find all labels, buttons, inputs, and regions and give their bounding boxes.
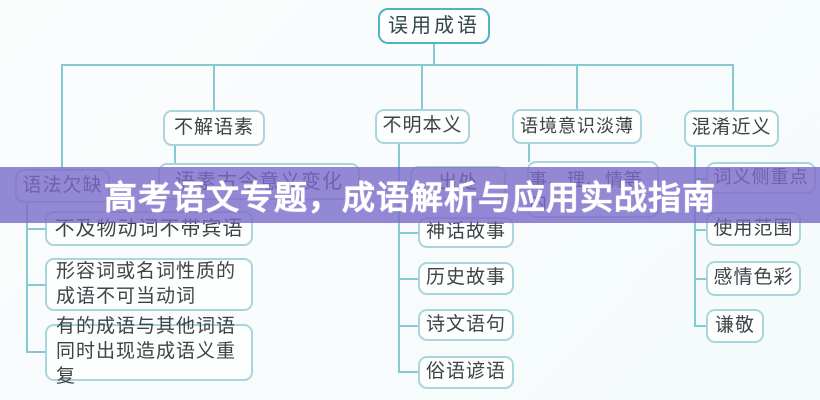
connector — [26, 228, 45, 230]
node-original-meaning-unknown: 不明本义 — [375, 109, 470, 144]
connector — [398, 232, 419, 234]
connector — [732, 64, 734, 110]
node-history-story: 历史故事 — [418, 262, 514, 295]
connector — [26, 351, 45, 353]
connector — [398, 325, 419, 327]
connector — [213, 64, 215, 110]
connector — [26, 203, 28, 353]
connector — [398, 278, 419, 280]
connector — [61, 64, 63, 170]
connector — [61, 64, 733, 66]
node-root: 误用成语 — [378, 8, 490, 44]
node-semantic-repetition: 有的成语与其他词语同时出现造成语义重复 — [45, 316, 253, 387]
connector — [398, 371, 419, 373]
connector — [694, 325, 707, 327]
connector — [576, 64, 578, 109]
node-poetry-phrase: 诗文语句 — [418, 309, 514, 341]
connector — [694, 278, 707, 280]
connector — [694, 147, 696, 327]
connector — [528, 144, 530, 162]
connector — [398, 144, 400, 373]
node-emotional-color: 感情色彩 — [706, 261, 801, 296]
node-adjective-noun-idiom: 形容词或名词性质的成语不可当动词 — [45, 258, 253, 311]
title-banner: 高考语文专题，成语解析与应用实战指南 — [0, 167, 820, 223]
connector — [433, 44, 435, 64]
connector — [26, 284, 45, 286]
banner-title: 高考语文专题，成语解析与应用实战指南 — [104, 179, 716, 216]
node-humble-honorific: 谦敬 — [706, 309, 764, 343]
connector — [421, 64, 423, 109]
node-confusing-synonyms: 混淆近义 — [684, 110, 779, 147]
node-weak-context-awareness: 语境意识淡薄 — [512, 109, 642, 144]
connector — [694, 229, 707, 231]
node-morpheme-misunderstanding: 不解语素 — [163, 110, 265, 146]
connector — [174, 145, 176, 164]
node-proverb: 俗语谚语 — [418, 356, 514, 389]
